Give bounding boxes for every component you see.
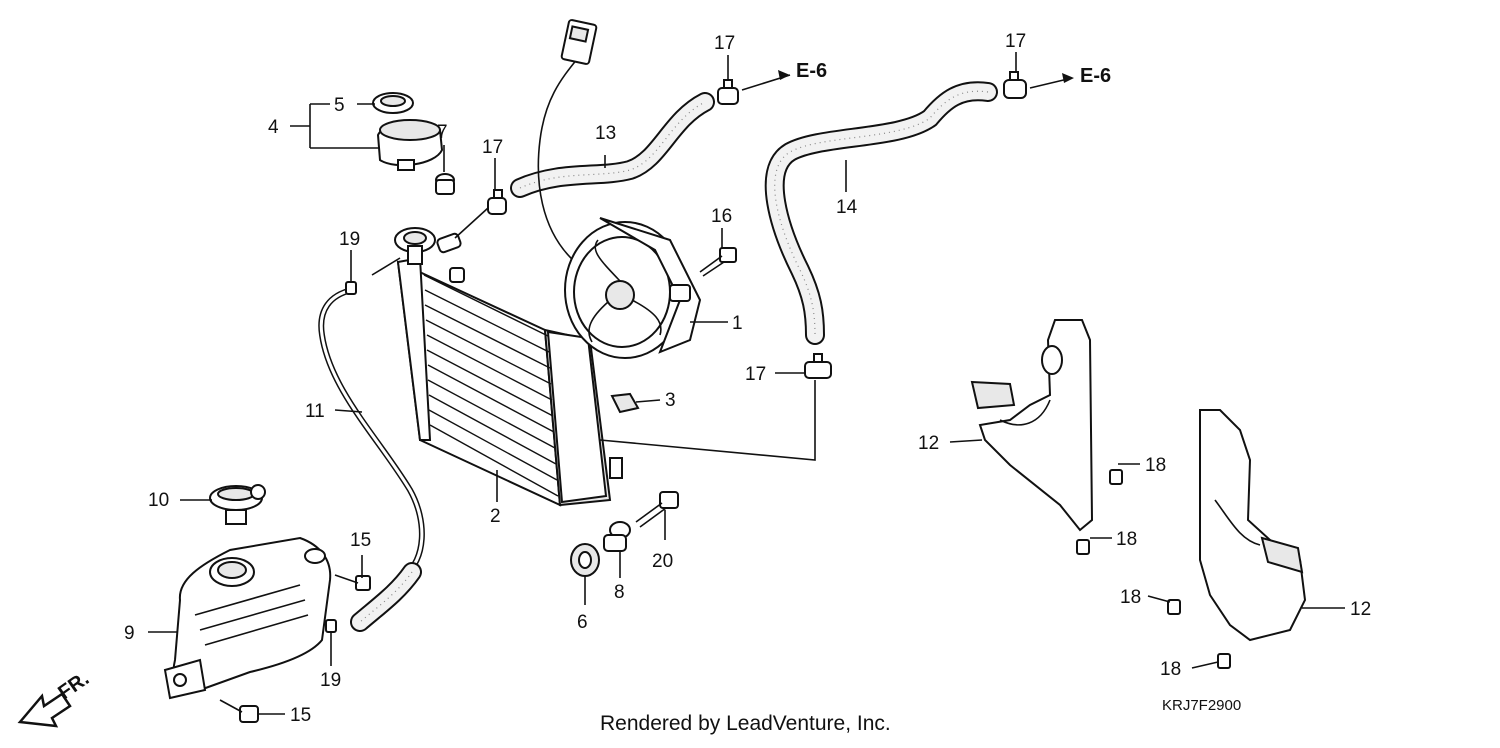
callout-17-b: 17 (714, 33, 735, 54)
callouts: 1 2 3 4 5 6 7 8 9 10 11 12 12 13 14 15 1… (124, 31, 1371, 726)
plug-7-icon (435, 173, 455, 195)
callout-4: 4 (268, 117, 279, 138)
clip-3-icon (610, 392, 640, 414)
callout-5: 5 (334, 95, 345, 116)
fan-connector-icon (560, 19, 598, 65)
clamp-17a-icon (487, 189, 507, 215)
callout-15-upper: 15 (350, 530, 371, 551)
callout-15-lower: 15 (290, 705, 311, 726)
callout-12-right: 12 (1350, 599, 1371, 620)
collar-8-icon (603, 521, 631, 552)
callout-3: 3 (665, 390, 676, 411)
callout-17-d: 17 (745, 364, 766, 385)
fan-wire (537, 57, 579, 263)
reserve-tank-icon (163, 536, 332, 700)
callout-17-c: 17 (1005, 31, 1026, 52)
callout-16: 16 (711, 206, 732, 227)
radiator-cap-icon (376, 119, 444, 171)
reference-e6-left: E-6 (778, 60, 827, 82)
hose-14 (764, 81, 998, 345)
reserve-tank-cap-icon (209, 484, 266, 525)
cover-12-right-icon (1199, 409, 1307, 642)
screw-18-icons (1076, 469, 1231, 669)
callout-13: 13 (595, 123, 616, 144)
leader-lines (148, 52, 1345, 715)
hose-11-lower-section (350, 562, 422, 632)
hose-13 (510, 92, 715, 198)
clamp-17c-icon (1003, 71, 1027, 99)
grommet-6-icon (570, 543, 600, 577)
hose-11 (318, 287, 425, 578)
callout-20: 20 (652, 551, 673, 572)
callout-8: 8 (614, 582, 625, 603)
callout-19-b: 19 (320, 670, 341, 691)
diagram-code: KRJ7F2900 (1162, 697, 1241, 714)
cap-seal-icon (372, 92, 414, 114)
callout-19-a: 19 (339, 229, 360, 250)
callout-17-a: 17 (482, 137, 503, 158)
reference-e6-right-label: E-6 (1080, 65, 1111, 87)
render-credit: Rendered by LeadVenture, Inc. (600, 712, 891, 735)
front-direction-arrow: FR. (17, 668, 93, 728)
reference-e6-right: E-6 (1062, 65, 1111, 87)
bolt-15-upper-icon (334, 574, 371, 591)
clamp-17b-icon (717, 79, 739, 105)
callout-12-left: 12 (918, 433, 939, 454)
callout-2: 2 (490, 506, 501, 527)
callout-18-c: 18 (1120, 587, 1141, 608)
cover-12-left-icon (970, 319, 1094, 532)
callout-18-a: 18 (1145, 455, 1166, 476)
reference-e6-left-label: E-6 (796, 60, 827, 82)
radiator-icon (371, 227, 623, 507)
clip-19a-icon (345, 281, 357, 295)
callout-10: 10 (148, 490, 169, 511)
callout-11: 11 (305, 401, 325, 422)
bolt-15-lower-icon (219, 699, 259, 723)
callout-18-b: 18 (1116, 529, 1137, 550)
fan-motor-icon (564, 217, 702, 359)
callout-7: 7 (437, 122, 448, 143)
clip-19b-icon (325, 619, 337, 633)
callout-18-d: 18 (1160, 659, 1181, 680)
clamp-17d-icon (804, 353, 832, 379)
callout-6: 6 (577, 612, 588, 633)
callout-1: 1 (732, 313, 743, 334)
callout-9: 9 (124, 623, 135, 644)
bolt-16-icon (699, 247, 737, 277)
callout-14: 14 (836, 197, 858, 218)
bolt-20-icon (635, 491, 679, 528)
